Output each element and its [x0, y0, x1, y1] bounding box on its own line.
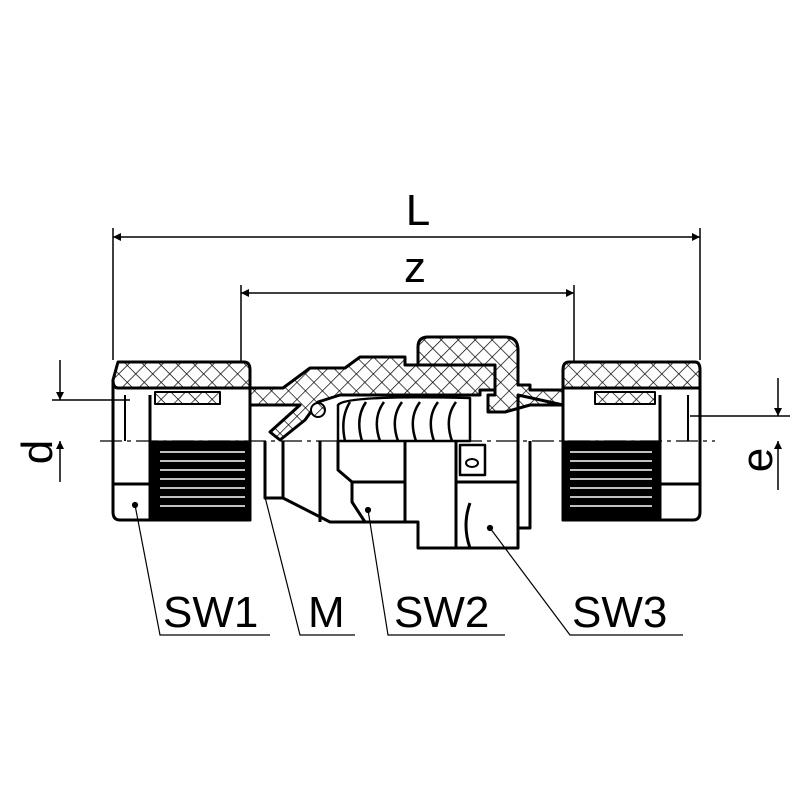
left-union-nut — [111, 360, 252, 522]
callout-SW1: SW1 — [163, 588, 258, 637]
dimension-L: L — [112, 186, 701, 360]
callout-M: M — [308, 588, 345, 637]
body-section — [248, 355, 497, 442]
dimension-d: d — [13, 360, 130, 482]
dimension-e: e — [690, 378, 790, 490]
label-e: e — [733, 448, 782, 472]
valve-body — [111, 335, 702, 550]
center-nut-section — [416, 335, 565, 414]
label-z: z — [404, 243, 426, 292]
right-union-nut — [561, 360, 702, 522]
leaders — [131, 496, 683, 636]
o-ring — [310, 402, 326, 418]
callout-SW2: SW2 — [394, 588, 489, 637]
callout-SW3: SW3 — [572, 588, 667, 637]
label-d: d — [13, 440, 62, 464]
label-L: L — [406, 186, 430, 235]
dimension-z: z — [240, 243, 575, 362]
spring — [336, 396, 472, 443]
